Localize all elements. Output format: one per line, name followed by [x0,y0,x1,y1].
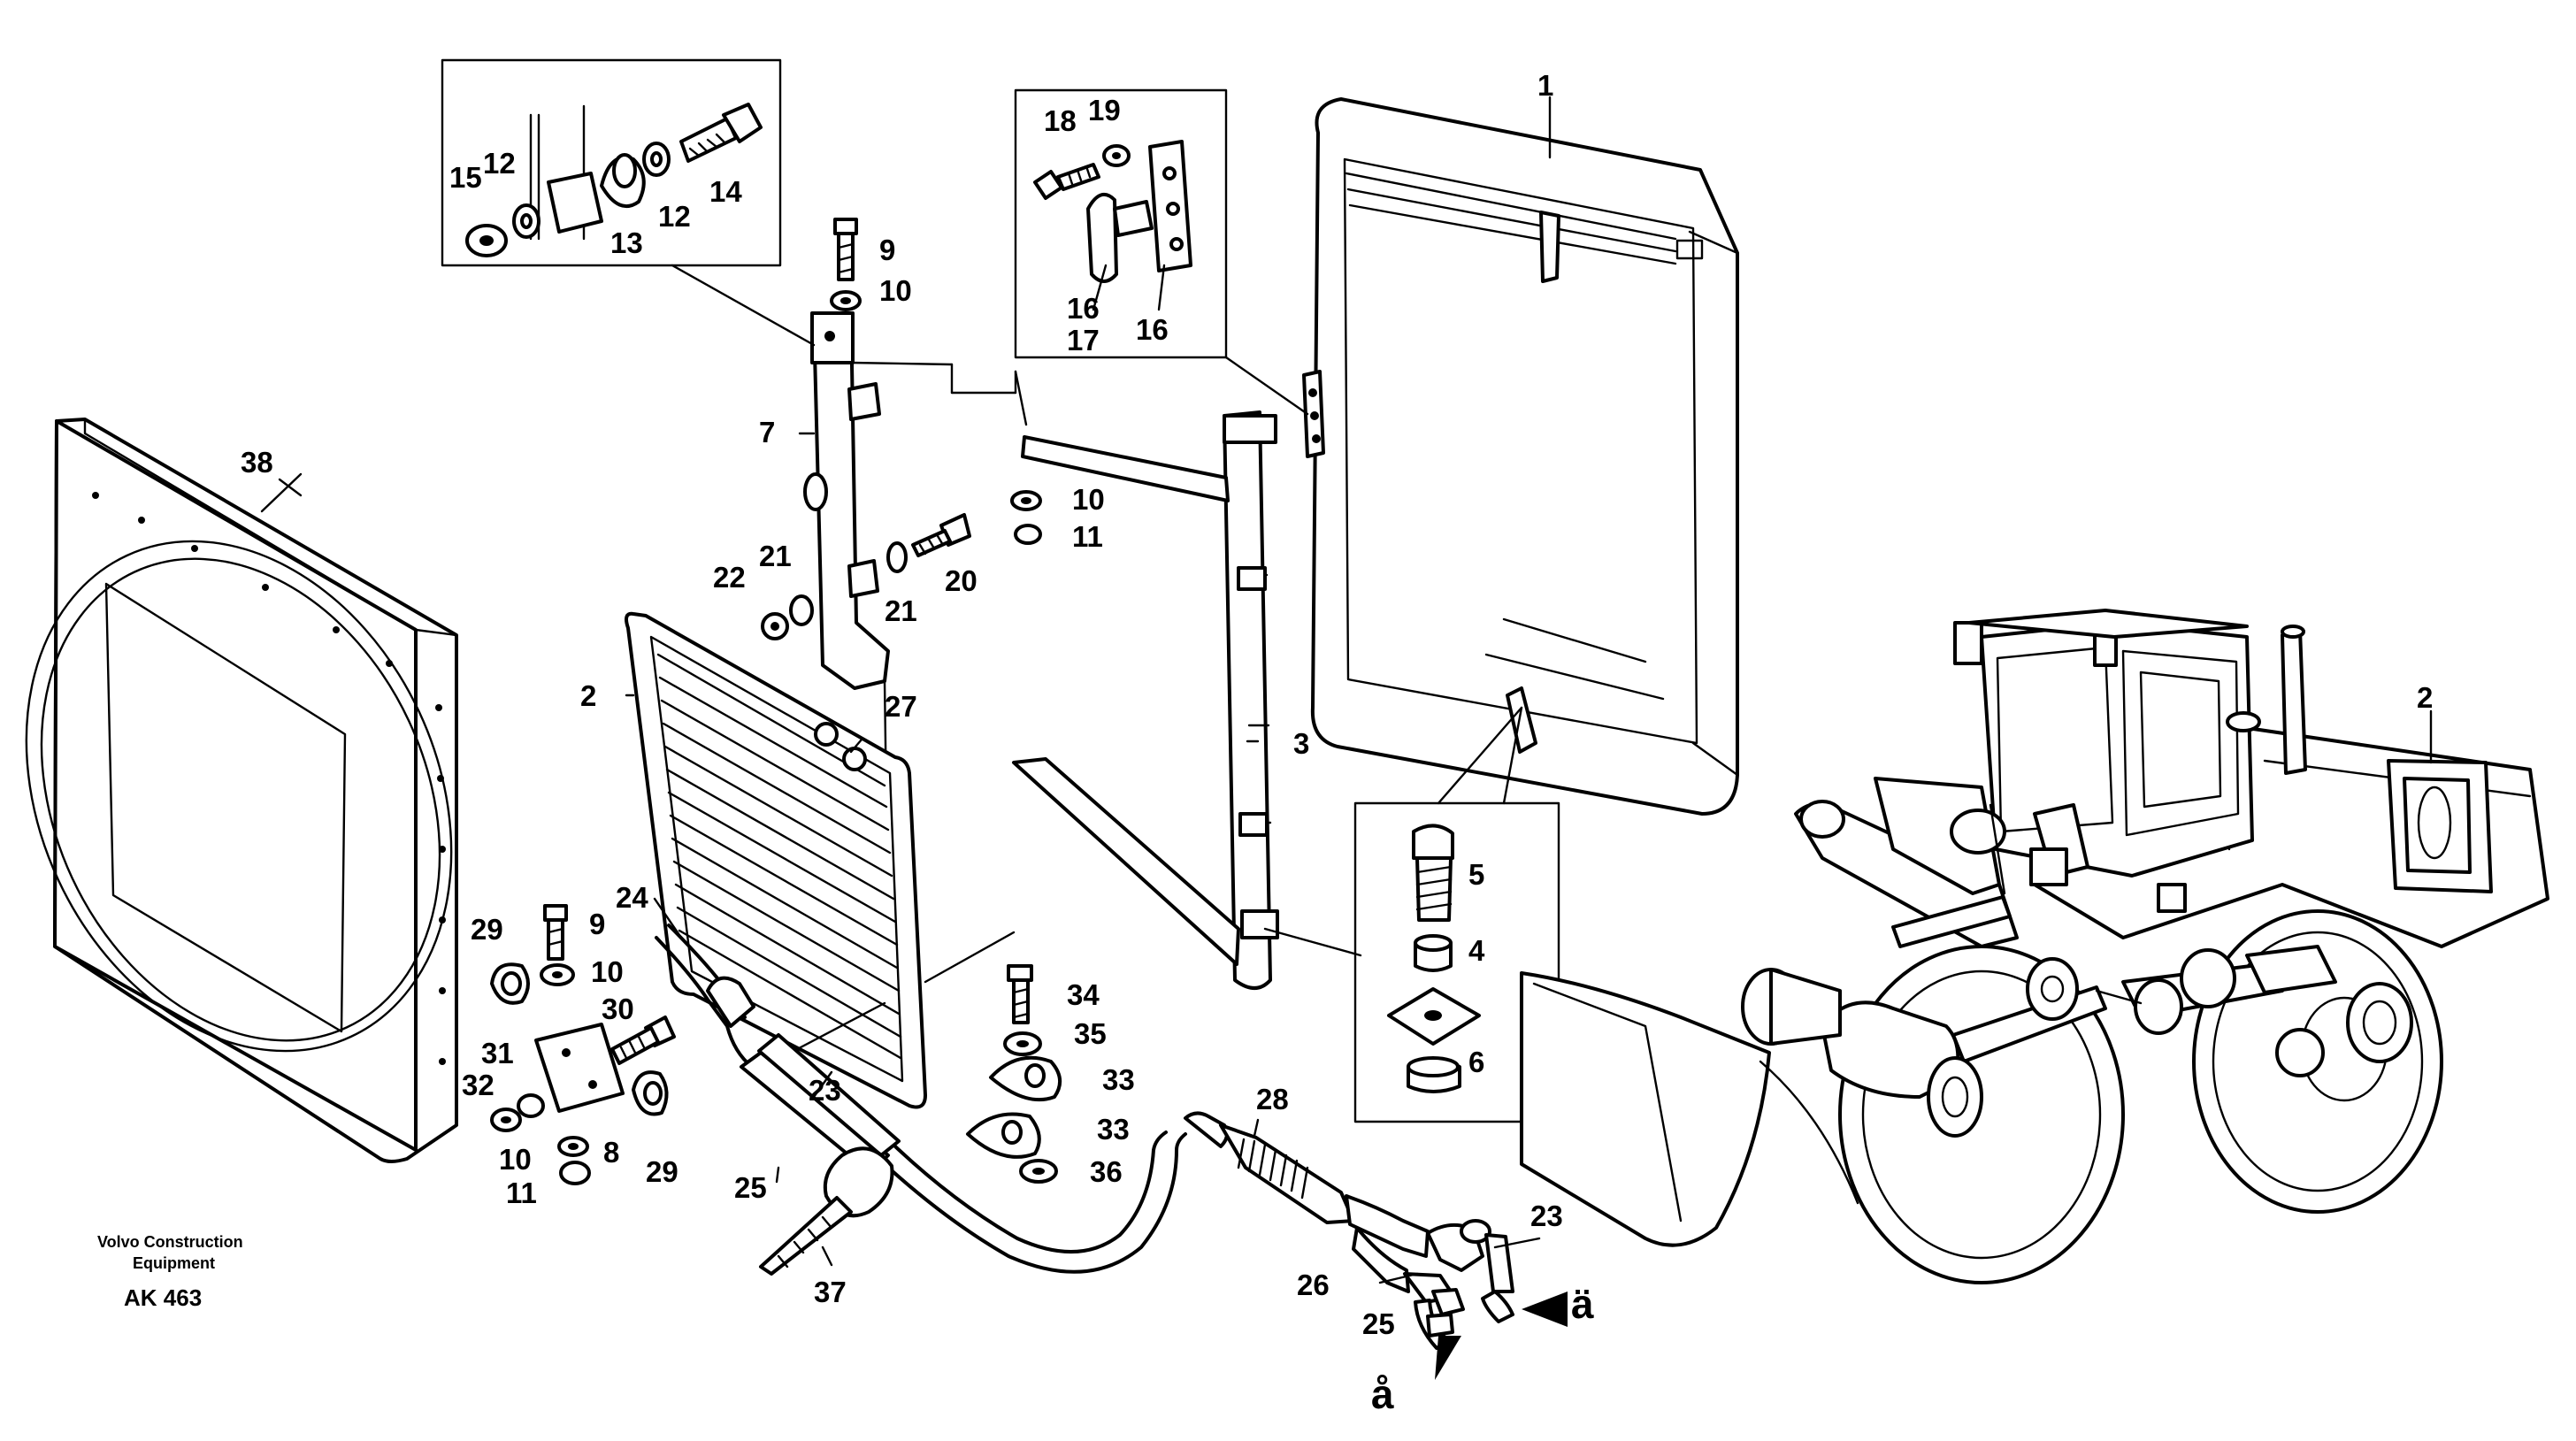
cable-tie-37 [759,1146,894,1276]
callout-32: 32 [462,1069,494,1101]
inset-box-bolt-stack [441,58,782,267]
callout-26: 26 [1297,1269,1330,1301]
callout-37: 37 [814,1276,847,1308]
callout-34: 34 [1067,978,1100,1011]
callout-24: 24 [616,881,648,914]
callout-1: 1 [1537,69,1553,102]
bolt-20-stack [761,513,971,640]
part-38-fan-shroud [25,418,458,1163]
flow-label-a-umlaut: ä [1571,1281,1594,1327]
callout-20: 20 [945,564,978,597]
publisher-line-1: Volvo Construction [97,1233,243,1251]
callout-2: 2 [580,679,596,712]
callout-numbers: 1 2 2 3 4 5 6 7 8 9 9 10 10 10 10 11 11 … [241,69,2433,1340]
callout-16-right: 16 [1136,313,1169,346]
callout-8: 8 [603,1136,619,1169]
publisher-line-2: Equipment [133,1254,215,1272]
callout-28: 28 [1256,1083,1289,1115]
callout-11-frame: 11 [1072,520,1103,553]
lower-left-hardware [490,904,676,1185]
callout-29-lower: 29 [646,1155,678,1188]
part-3-support-frame [1012,410,1362,990]
callout-27: 27 [885,690,917,723]
callout-25-left: 25 [734,1171,767,1204]
callout-10-lower-b: 10 [499,1143,532,1176]
callout-31: 31 [481,1037,514,1069]
callout-11-lower: 11 [506,1177,537,1209]
callout-21-right: 21 [885,594,917,627]
callout-12-left: 12 [483,147,516,180]
hinge-on-frame [1224,356,1325,458]
callout-18: 18 [1044,104,1077,137]
callout-12-right: 12 [658,200,691,233]
part-2-oil-cooler [625,611,1016,1109]
callout-23-right: 23 [1530,1200,1563,1232]
bolt-9-top [830,218,862,311]
callout-7: 7 [759,416,775,448]
callout-13: 13 [610,226,643,259]
callout-10-top: 10 [879,274,912,307]
hardware-33-36 [966,964,1062,1184]
callout-36: 36 [1090,1155,1123,1188]
callout-6: 6 [1468,1046,1484,1078]
flow-label-a-ring: å [1371,1371,1394,1417]
callout-33-lower: 33 [1097,1113,1130,1146]
callout-9-top: 9 [879,234,895,266]
hoses-23-25 [655,924,1430,1293]
figure-id: AK 463 [124,1284,202,1311]
leader-lines [278,96,2433,1284]
callout-2-loader: 2 [2417,681,2433,714]
callout-25-right: 25 [1362,1307,1395,1340]
callout-14: 14 [709,175,742,208]
callout-29-upper: 29 [471,913,503,946]
callout-19: 19 [1088,94,1121,126]
callout-9-lower: 9 [589,908,605,940]
callout-10-frame: 10 [1072,483,1105,516]
callout-10-lower-a: 10 [591,955,624,988]
callout-5: 5 [1468,858,1484,891]
callout-15: 15 [449,161,482,194]
inset-box-hinge [1014,88,1228,359]
callout-33-upper: 33 [1102,1063,1135,1096]
callout-16-left: 16 [1067,292,1100,325]
part-1-radiator-frame [1310,97,1739,816]
callout-38: 38 [241,446,273,479]
fittings-23-25-26 [1403,1219,1568,1380]
callout-23-left: 23 [809,1074,841,1107]
callout-21-left: 21 [759,540,792,572]
inset-box-mounting [1353,706,1560,1123]
callout-4: 4 [1468,934,1485,967]
washer-nut-10-11 [1010,490,1042,545]
callout-35: 35 [1074,1017,1107,1050]
callout-22: 22 [713,561,746,594]
callout-3: 3 [1293,727,1309,760]
wheel-loader-illustration [1520,609,2549,1284]
callout-17: 17 [1067,324,1100,356]
callout-30: 30 [602,993,634,1025]
